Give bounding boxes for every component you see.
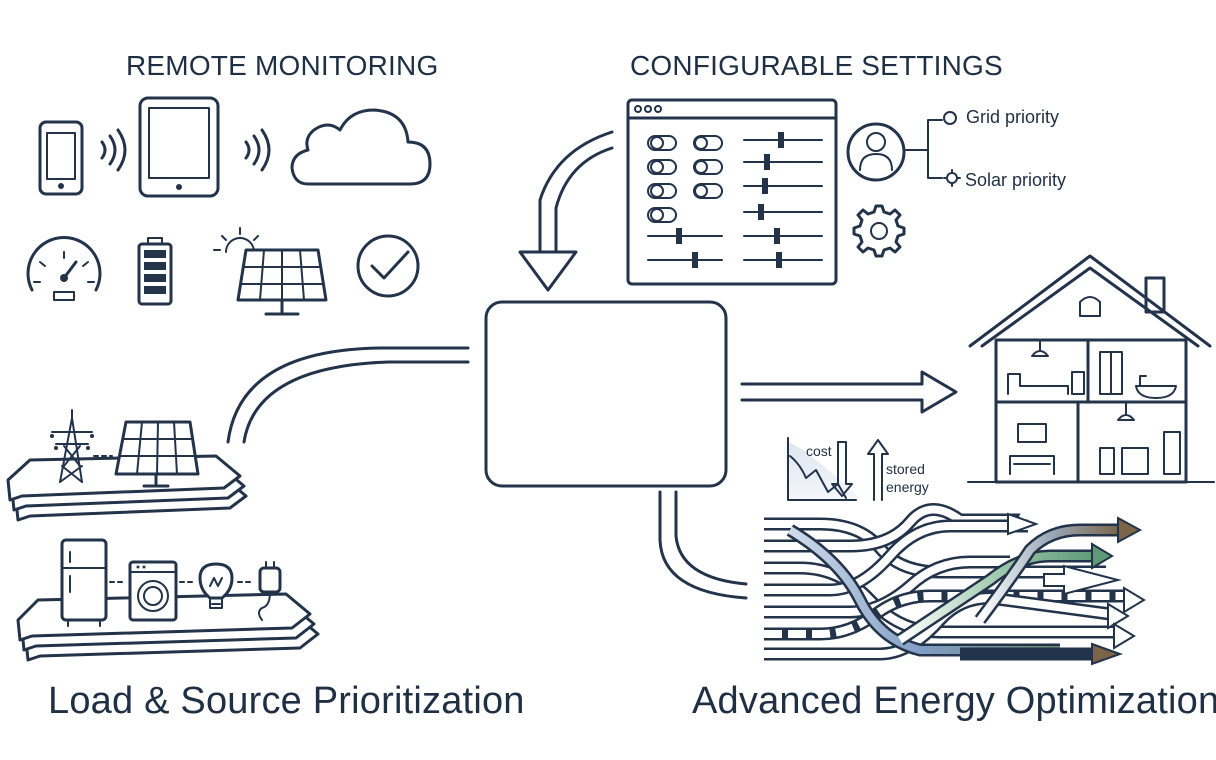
configurable-settings-heading: CONFIGURABLE SETTINGS xyxy=(630,50,1003,81)
solar-priority-label: Solar priority xyxy=(965,170,1067,190)
power-plug-icon xyxy=(258,561,282,621)
advanced-energy-optimization-heading: Advanced Energy Optimization xyxy=(692,680,1216,722)
solar-panel-icon xyxy=(114,420,200,488)
flow-line xyxy=(764,503,1021,553)
grid-priority-label: Grid priority xyxy=(966,107,1060,127)
user-profile-icon xyxy=(846,122,906,182)
stored-label: stored xyxy=(886,461,925,477)
gauge-icon xyxy=(26,236,102,301)
flow-line-green xyxy=(896,549,1094,646)
priority-connector xyxy=(905,111,957,179)
transmission-tower-icon xyxy=(50,409,94,483)
solar-panel-icon xyxy=(236,248,328,316)
tablet-icon xyxy=(138,96,220,198)
flow-line-brown xyxy=(974,523,1120,624)
curved-arrow-settings-to-controller xyxy=(518,130,614,292)
wifi-signal-icon xyxy=(244,128,271,172)
cloud-icon xyxy=(290,108,432,186)
energy-label: energy xyxy=(886,479,929,495)
cost-label: cost xyxy=(806,443,832,459)
remote-monitoring-heading: REMOTE MONITORING xyxy=(126,50,439,81)
load-source-prioritization-heading: Load & Source Prioritization xyxy=(48,680,525,722)
flow-line xyxy=(764,519,1028,597)
slider-group xyxy=(647,132,823,268)
light-bulb-icon xyxy=(198,562,234,609)
house-icon xyxy=(967,254,1215,484)
optimization-flow-lines xyxy=(764,503,1146,666)
central-controller-box xyxy=(484,300,728,488)
arrow-controller-to-house xyxy=(740,370,958,414)
refrigerator-icon xyxy=(60,538,108,627)
sun-icon xyxy=(213,227,267,253)
toggle-switch-group xyxy=(647,135,723,223)
curve-controller-to-optimization xyxy=(658,490,748,600)
smartphone-icon xyxy=(38,120,84,196)
small-gear-icon xyxy=(943,169,961,187)
check-circle-icon xyxy=(356,234,420,298)
wifi-signal-icon xyxy=(100,128,127,172)
battery-icon xyxy=(137,237,173,306)
flow-arrowhead xyxy=(1007,512,1146,666)
curve-sources-to-controller xyxy=(226,346,470,444)
gear-icon xyxy=(852,204,906,258)
cost-energy-chart xyxy=(787,437,889,501)
washing-machine-icon xyxy=(128,560,178,622)
